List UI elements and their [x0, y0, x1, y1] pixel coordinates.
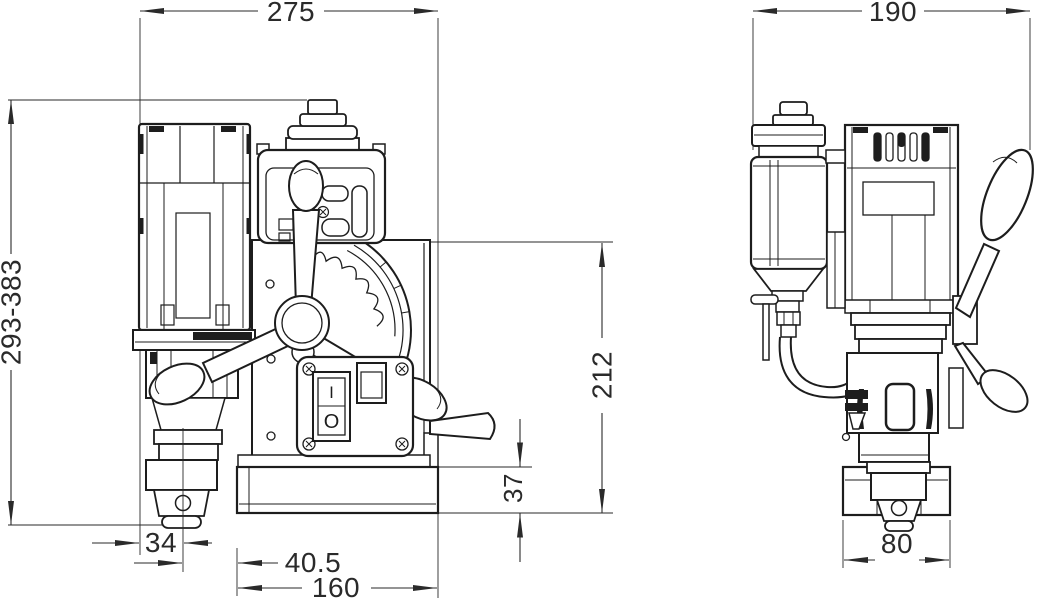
cap-flange	[299, 113, 347, 127]
hose-fitting	[776, 311, 801, 326]
dim-overall-height-range: 293-383	[0, 100, 27, 525]
front-view: I O	[132, 99, 496, 529]
dim-text-base-width: 80	[881, 528, 913, 559]
switch-off-label: O	[324, 411, 340, 433]
side-chuck	[866, 461, 931, 532]
dim-column-height: 212	[587, 243, 618, 513]
dim-side-overall-width: 190	[753, 0, 1030, 27]
screw-icon	[395, 362, 409, 376]
dim-text-overall-height-range: 293-383	[0, 259, 27, 365]
gear-housing	[256, 99, 387, 245]
bottle-knob	[779, 101, 808, 116]
vent-slots	[873, 132, 930, 162]
dim-left-edge-to-spindle-axis: 34	[92, 527, 212, 558]
side-handle	[952, 148, 1034, 413]
dim-text-base-height: 37	[498, 473, 528, 503]
switch-on-label: I	[329, 383, 334, 402]
base	[235, 454, 440, 515]
coolant-bottle	[749, 101, 829, 361]
bottle-clip	[825, 149, 846, 164]
dim-spindle-axis-to-base: 40.5	[134, 547, 341, 578]
spindle-chuck	[145, 429, 223, 529]
dim-front-overall-width: 275	[140, 0, 438, 27]
side-motor-housing	[825, 123, 960, 314]
ratchet-lever	[429, 411, 496, 441]
motor-housing	[137, 122, 252, 332]
dim-text-base-length: 160	[312, 572, 360, 600]
dim-base-height: 37	[498, 419, 528, 562]
side-view	[749, 101, 1034, 532]
bottle-body	[749, 155, 829, 271]
handle-hub	[274, 295, 330, 351]
dim-text-spindle-axis-to-base: 40.5	[285, 547, 342, 578]
body-holes	[265, 279, 276, 441]
screw-icon	[302, 362, 316, 376]
panel-window	[356, 362, 387, 404]
switch-panel: I O	[295, 355, 415, 458]
dim-text-left-edge-to-spindle-axis: 34	[145, 527, 177, 558]
bottle-valve-lever[interactable]	[750, 294, 779, 305]
dim-text-column-height: 212	[587, 351, 618, 399]
handle-knob-left	[148, 362, 206, 406]
handle-grip-upper	[980, 148, 1034, 242]
dim-base-width: 80	[844, 528, 949, 563]
dim-text-side-overall-width: 190	[869, 0, 917, 27]
cap-knob	[307, 99, 338, 115]
handle-knob-up	[288, 160, 324, 212]
dim-text-front-overall-width: 275	[267, 0, 315, 27]
side-quill	[841, 312, 964, 463]
screw-icon	[395, 437, 409, 451]
dim-base-length: 160	[238, 572, 437, 600]
handle-grip-lower	[979, 369, 1029, 413]
bottle-bracket	[826, 231, 846, 309]
power-switch[interactable]	[312, 371, 351, 442]
screw-icon	[302, 437, 316, 451]
